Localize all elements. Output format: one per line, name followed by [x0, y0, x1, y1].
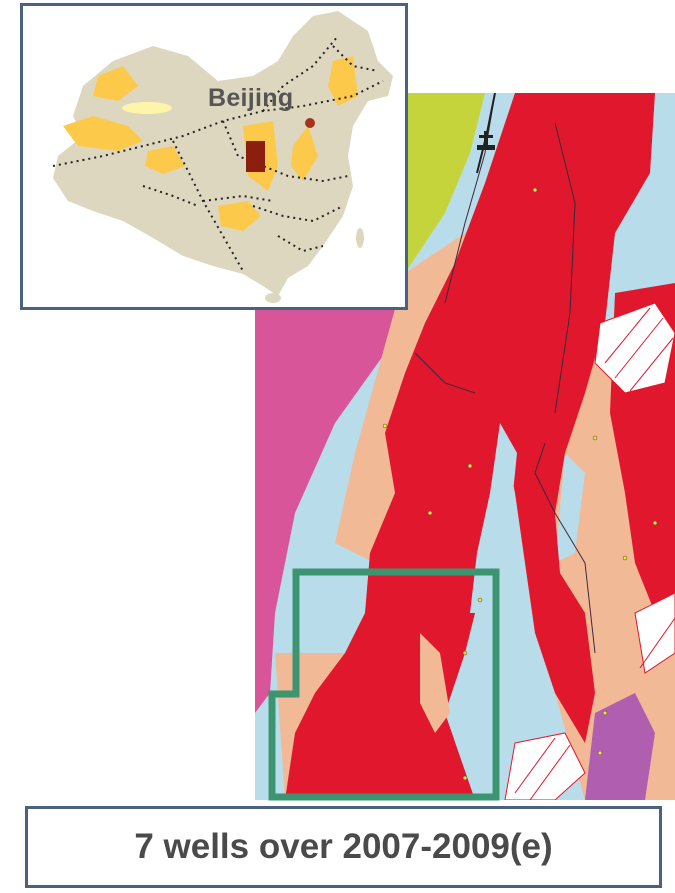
caption-box: 7 wells over 2007-2009(e) — [25, 806, 662, 888]
china-inset-map: Beijing — [20, 3, 408, 310]
beijing-label: Beijing — [208, 84, 294, 112]
caption-text: 7 wells over 2007-2009(e) — [134, 827, 553, 866]
